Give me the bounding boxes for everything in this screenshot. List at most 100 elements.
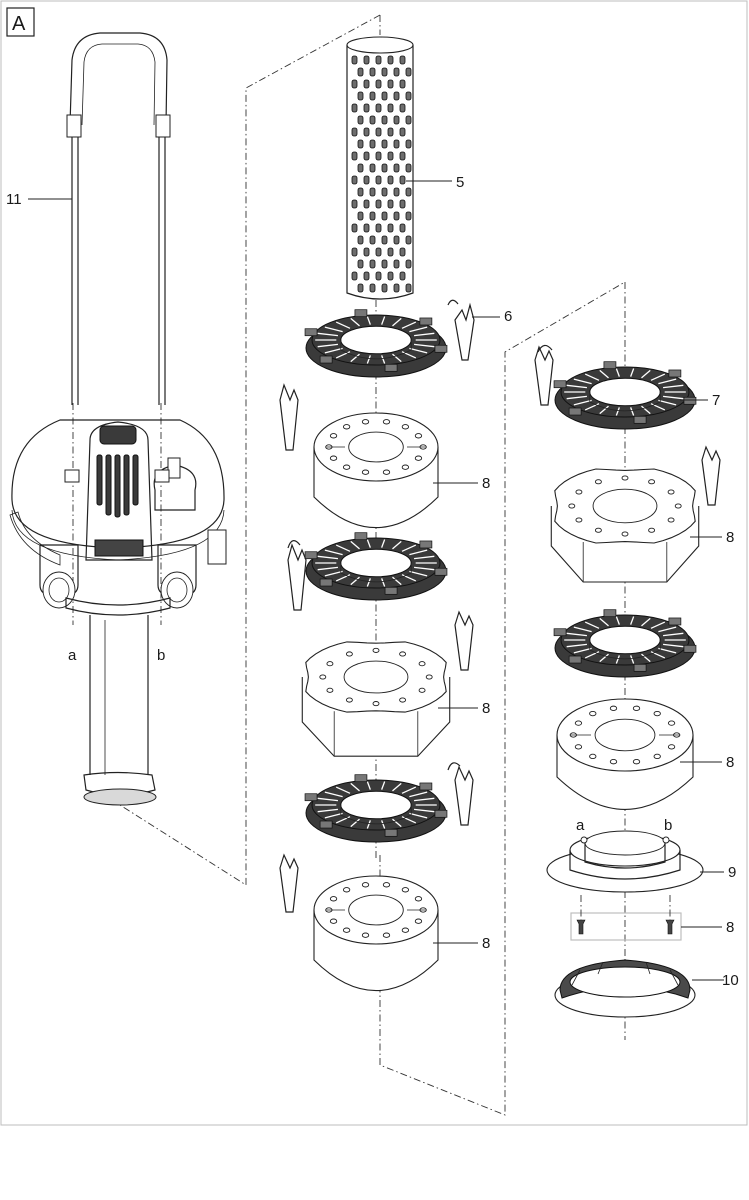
ring-tab (568, 407, 582, 416)
ring-rib (566, 643, 588, 648)
ring-tab (419, 782, 433, 791)
control-unit-grille (96, 454, 139, 518)
tube-perforation (405, 67, 412, 77)
ring-rib (413, 797, 435, 802)
tube-perforation (357, 91, 364, 101)
ring-rib (573, 378, 592, 385)
clip-right-r1 (701, 445, 721, 506)
ring-rib (335, 321, 351, 329)
filter-sponge-cylinder-lower (313, 875, 439, 991)
tube-perforation (387, 199, 394, 209)
tube-perforation (357, 283, 364, 293)
ring-rib (324, 549, 343, 556)
sponge-hole (372, 647, 380, 653)
sponge-hole (648, 479, 656, 485)
tube-perforation (381, 139, 388, 149)
clip-left-1 (279, 383, 299, 451)
sponge-core (348, 894, 404, 926)
ring-tab (384, 363, 398, 372)
ring-rib (324, 347, 343, 354)
ring-tab (384, 828, 398, 837)
callout-b-flange: b (664, 817, 672, 834)
ring-rib (662, 643, 684, 648)
ring-rib (401, 544, 417, 552)
ring-rib (630, 368, 635, 377)
ring-rib (658, 399, 677, 406)
sponge-hole (361, 469, 370, 475)
screw-left (576, 919, 586, 935)
sponge-hole (361, 882, 370, 888)
sponge-hole (382, 469, 391, 475)
sponge-hole (632, 705, 641, 711)
tube-perforation (351, 175, 358, 185)
clip-left-r1 (534, 344, 554, 406)
ring-rib (641, 405, 651, 415)
ring-tab (419, 317, 433, 326)
tube-perforation (399, 199, 406, 209)
tube-perforation (375, 103, 382, 113)
sponge-hole (609, 759, 618, 765)
tube-perforation (369, 211, 376, 221)
sponge-hole (621, 475, 629, 481)
tube-perforation (363, 79, 370, 89)
sponge-hole (418, 687, 426, 693)
sponge-hole (382, 932, 391, 938)
ring-tab (304, 551, 318, 560)
ring-rib (630, 616, 635, 625)
ring-rib (573, 399, 592, 406)
ring-rib (401, 786, 417, 794)
panel-letter-box: A (6, 7, 35, 37)
ring-rib (350, 576, 360, 586)
tube-perforation (399, 223, 406, 233)
filter-sponge-cylinder-right (556, 698, 694, 810)
tube-perforation (375, 79, 382, 89)
ring-rib (366, 578, 371, 587)
ring-rib (317, 332, 339, 337)
tube-perforation (405, 115, 412, 125)
ring-rib (658, 647, 677, 654)
tube-perforation (393, 211, 400, 221)
ring-rib (350, 782, 360, 792)
ring-rib (409, 791, 428, 798)
ring-rib (317, 343, 339, 348)
sponge-hole (653, 753, 661, 760)
ring-rib (573, 647, 592, 654)
clip-right-2 (454, 610, 474, 671)
ring-rib (381, 316, 386, 325)
tube-perforation (375, 127, 382, 137)
ring-rib (615, 407, 620, 416)
tube-perforation (363, 223, 370, 233)
ring-tab (603, 361, 617, 370)
filter-sponge-lobed-right (550, 468, 700, 583)
ring-rib (381, 355, 386, 364)
tube-perforation (393, 67, 400, 77)
tube-perforation (363, 55, 370, 65)
tube-perforation (357, 259, 364, 269)
ring-rib (599, 617, 609, 627)
tube-perforation (405, 283, 412, 293)
ring-rib (350, 353, 360, 363)
ring-tab (354, 774, 368, 783)
sponge-core (594, 718, 656, 752)
ring-rib (392, 353, 402, 363)
sponge-hole (372, 701, 380, 707)
ring-rib (381, 539, 386, 548)
tube-perforation (369, 283, 376, 293)
tube-perforation (357, 235, 364, 245)
ring-tab (553, 380, 567, 389)
ring-tab (668, 617, 682, 626)
sponge-hole (574, 744, 583, 750)
ring-rib (599, 369, 609, 379)
ring-tab (419, 540, 433, 549)
tube-perforation (381, 91, 388, 101)
tube-perforation (357, 115, 364, 125)
sponge-hole (648, 527, 656, 533)
ring-inner-wall (340, 563, 412, 583)
ring-rib (413, 343, 435, 348)
ring-rib (409, 347, 428, 354)
sponge-hole (621, 531, 629, 537)
clip-6-right (447, 299, 475, 361)
callout-a-housing: a (68, 647, 77, 664)
sponge-hole (667, 744, 676, 750)
ring-rib (366, 781, 371, 790)
